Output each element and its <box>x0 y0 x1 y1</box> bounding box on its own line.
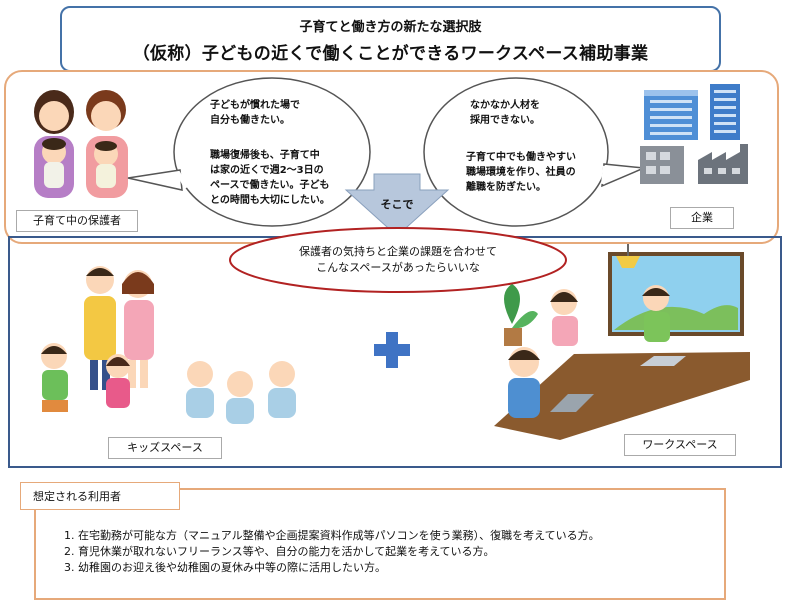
man-worker-figure <box>642 285 670 342</box>
company-bubble-text-1: なかなか人材を 採用できない。 <box>470 98 540 128</box>
company-bubble-text-2: 子育て中でも働きやすい 職場環境を作り、社員の 離職を防ぎたい。 <box>466 150 576 195</box>
kids-space-illustration <box>41 266 296 424</box>
parents-bubble-line-4: は家の近くで週2～3日の <box>210 165 324 176</box>
title-line-1: 子育てと働き方の新たな選択肢 <box>299 20 482 35</box>
parents-bubble-line-2: 自分も働きたい。 <box>210 115 290 126</box>
girl-figure <box>106 354 130 408</box>
company-bubble-line-1: なかなか人材を <box>470 100 540 111</box>
plus-icon <box>374 332 410 368</box>
desk <box>494 352 750 440</box>
company-bubble-line-2: 採用できない。 <box>470 115 540 126</box>
down-arrow <box>344 173 450 237</box>
boy-figure <box>41 343 68 412</box>
users-frame <box>34 488 726 600</box>
father-figure <box>86 90 128 198</box>
company-buildings-illustration <box>640 84 748 184</box>
company-speech-bubble <box>423 77 645 227</box>
company-bubble-line-4: 職場環境を作り、社員の <box>466 167 576 178</box>
workspace-label: ワークスペース <box>624 434 736 456</box>
desk-laptop-icon <box>640 356 686 366</box>
center-oval-line-2: こんなスペースがあったらいいな <box>316 261 480 274</box>
users-list: 1. 在宅勤務が可能な方（マニュアル整備や企画提案資料作成等パソコンを使う業務）… <box>64 528 600 576</box>
factory-icon <box>698 144 748 184</box>
users-list-item: 1. 在宅勤務が可能な方（マニュアル整備や企画提案資料作成等パソコンを使う業務）… <box>64 529 600 542</box>
woman-worker-figure <box>550 289 578 346</box>
adult-woman-figure <box>122 270 154 388</box>
parents-bubble-text-1: 子どもが慣れた場で 自分も働きたい。 <box>210 98 300 128</box>
users-heading: 想定される利用者 <box>20 482 180 510</box>
ceiling-lamp-icon <box>616 244 640 268</box>
users-list-item: 3. 幼稚園のお迎え後や幼稚園の夏休み中等の際に活用したい方。 <box>64 561 386 574</box>
parents-bubble-line-6: との時間も大切にしたい。 <box>210 195 330 206</box>
title-line-2: （仮称）子どもの近くで働くことができるワークスペース補助事業 <box>132 44 649 64</box>
small-building-icon <box>640 146 684 184</box>
babies-group <box>186 361 296 424</box>
users-list-item: 2. 育児休業が取れないフリーランス等や、自分の能力を活かして起業を考えている方… <box>64 545 495 558</box>
parents-bubble-text-2: 職場復帰後も、子育て中 は家の近くで週2～3日の ペースで働きたい。子ども との… <box>210 148 330 208</box>
office-building-icon <box>644 90 698 140</box>
arrow-label: そこで <box>380 198 414 211</box>
laptop-worker-figure <box>508 347 594 418</box>
mother-figure <box>34 90 74 198</box>
parents-speech-bubble <box>127 77 371 227</box>
workspace-illustration <box>494 244 750 440</box>
company-bubble-line-5: 離職を防ぎたい。 <box>466 182 546 193</box>
center-oval-text: 保護者の気持ちと企業の課題を合わせて こんなスペースがあったらいいな <box>226 244 570 276</box>
adult-man-figure <box>84 266 116 390</box>
center-oval-line-1: 保護者の気持ちと企業の課題を合わせて <box>299 245 497 258</box>
center-oval <box>229 227 567 293</box>
parents-illustration <box>34 90 128 198</box>
title-box: 子育てと働き方の新たな選択肢 （仮称）子どもの近くで働くことができるワークスペー… <box>60 6 721 72</box>
parents-bubble-line-3: 職場復帰後も、子育て中 <box>210 150 320 161</box>
parents-label: 子育て中の保護者 <box>16 210 138 232</box>
plant-icon <box>504 284 538 346</box>
parents-bubble-line-1: 子どもが慣れた場で <box>210 100 300 111</box>
parents-bubble-line-5: ペースで働きたい。子ども <box>210 180 330 191</box>
company-bubble-line-3: 子育て中でも働きやすい <box>466 152 576 163</box>
tower-building-icon <box>710 84 740 140</box>
company-label: 企業 <box>670 207 734 229</box>
kids-space-label: キッズスペース <box>108 437 222 459</box>
